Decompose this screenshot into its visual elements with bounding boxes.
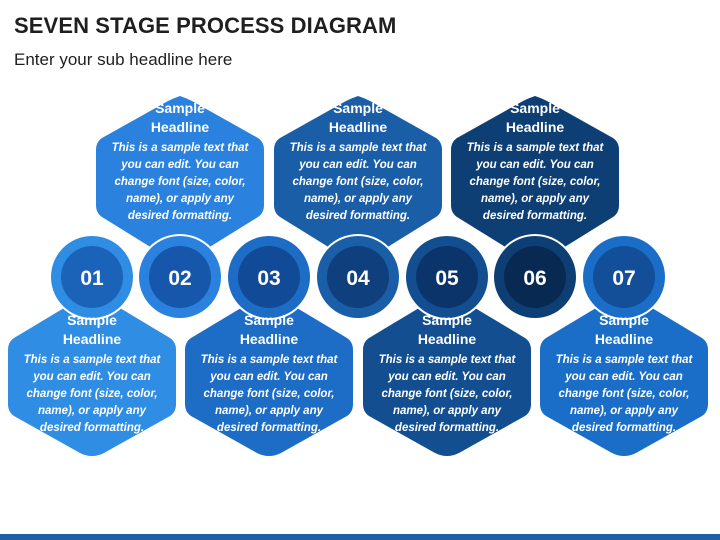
- stage-number-circle: [416, 246, 478, 308]
- stage-hexagon: [96, 96, 264, 248]
- stage-number-circle: [504, 246, 566, 308]
- stage-02: 02: [96, 96, 264, 320]
- stage-01: 01: [8, 234, 176, 456]
- stage-description: This is a sample text that you can edit.…: [289, 142, 427, 222]
- stage-description: This is a sample text that you can edit.…: [200, 354, 338, 434]
- stage-number: 04: [346, 267, 370, 290]
- stage-headline: Sample Headline: [328, 100, 388, 135]
- stage-number-circle: [238, 246, 300, 308]
- stage-number: 07: [612, 267, 635, 290]
- stage-hexagon: [363, 308, 531, 456]
- stage-number: 01: [80, 267, 104, 290]
- page-title: SEVEN STAGE PROCESS DIAGRAM: [14, 13, 397, 38]
- stage-07: 07: [540, 234, 708, 456]
- stage-05: 05: [363, 234, 531, 456]
- stage-hexagon: [185, 308, 353, 456]
- stage-description: This is a sample text that you can edit.…: [466, 142, 604, 222]
- stage-description: This is a sample text that you can edit.…: [23, 354, 161, 434]
- stage-headline: Sample Headline: [62, 312, 122, 347]
- stage-hexagon: [8, 308, 176, 456]
- stage-headline: Sample Headline: [594, 312, 654, 347]
- stage-number-circle: [61, 246, 123, 308]
- stage-number-circle: [149, 246, 211, 308]
- stage-headline: Sample Headline: [150, 100, 210, 135]
- stage-hexagon: [540, 308, 708, 456]
- stage-number-circle: [593, 246, 655, 308]
- stage-03: 03: [185, 234, 353, 456]
- stage-description: This is a sample text that you can edit.…: [378, 354, 516, 434]
- stage-04: 04: [274, 96, 442, 320]
- bottom-accent-bar: [0, 534, 720, 540]
- stage-number: 02: [168, 267, 191, 290]
- stage-06: 06: [451, 96, 619, 320]
- stage-number: 05: [435, 267, 459, 290]
- stage-description: This is a sample text that you can edit.…: [555, 354, 693, 434]
- stage-description: This is a sample text that you can edit.…: [111, 142, 249, 222]
- stage-number: 06: [523, 267, 546, 290]
- page-subtitle: Enter your sub headline here: [14, 50, 233, 69]
- stage-number-circle: [327, 246, 389, 308]
- stage-number: 03: [257, 267, 280, 290]
- stage-headline: Sample Headline: [505, 100, 565, 135]
- stage-headline: Sample Headline: [239, 312, 299, 347]
- stage-headline: Sample Headline: [417, 312, 477, 347]
- stage-hexagon: [274, 96, 442, 248]
- stage-hexagon: [451, 96, 619, 248]
